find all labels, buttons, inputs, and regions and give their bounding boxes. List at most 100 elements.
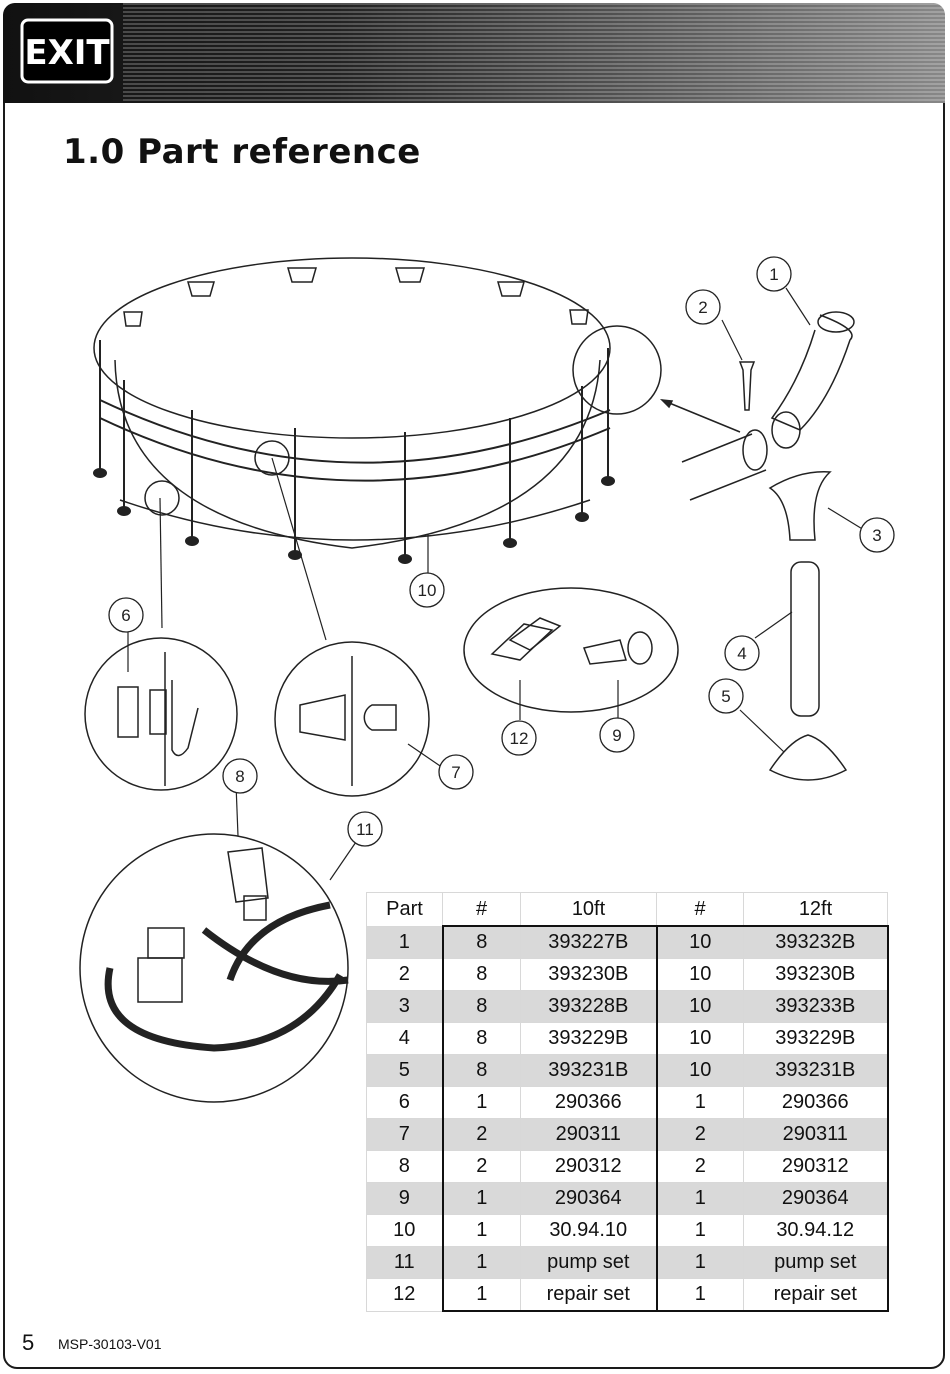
table-cell: 10 xyxy=(655,958,744,991)
callout-11 xyxy=(347,811,383,847)
table-cell: 5 xyxy=(366,1054,443,1087)
table-cell: 393229B xyxy=(520,1022,657,1055)
table-cell: pump set xyxy=(743,1246,889,1279)
header-band xyxy=(3,3,945,103)
detail-circle-7 xyxy=(274,641,430,797)
table-cell: repair set xyxy=(743,1278,889,1312)
table-cell: 1 xyxy=(441,1278,521,1312)
callout-label-8: 8 xyxy=(235,767,244,786)
table-cell: 8 xyxy=(441,958,521,991)
pump-circle xyxy=(79,833,349,1103)
callout-label-7: 7 xyxy=(451,763,460,782)
table-cell: 6 xyxy=(366,1086,443,1119)
callout-label-11: 11 xyxy=(356,820,374,839)
table-cell: 1 xyxy=(655,1246,744,1279)
callout-label-6: 6 xyxy=(121,606,130,625)
table-cell: 12 xyxy=(366,1278,443,1312)
pool-wall xyxy=(114,359,601,549)
header-12ft: 12ft xyxy=(743,892,888,927)
table-cell: 11 xyxy=(366,1246,443,1279)
logo-text: EXIT xyxy=(24,33,110,73)
table-cell: 8 xyxy=(441,1022,521,1055)
table-cell: 1 xyxy=(441,1246,521,1279)
callout-1 xyxy=(756,256,792,292)
table-cell: 393232B xyxy=(743,925,889,959)
table-cell: 393231B xyxy=(520,1054,657,1087)
table-cell: 393233B xyxy=(743,990,889,1023)
header-qty-12ft: # xyxy=(656,892,744,927)
table-cell: 9 xyxy=(366,1182,443,1215)
table-cell: 30.94.10 xyxy=(520,1214,657,1247)
callout-8 xyxy=(222,758,258,794)
callout-4 xyxy=(724,635,760,671)
table-cell: 2 xyxy=(366,958,443,991)
callout-label-5: 5 xyxy=(721,687,730,706)
table-cell: 393230B xyxy=(743,958,889,991)
table-cell: 2 xyxy=(655,1118,744,1151)
table-cell: 1 xyxy=(441,1086,521,1119)
table-cell: 4 xyxy=(366,1022,443,1055)
table-cell: 290366 xyxy=(520,1086,657,1119)
callout-5 xyxy=(708,678,744,714)
table-cell: 10 xyxy=(655,1022,744,1055)
brand-logo: EXIT xyxy=(20,18,114,84)
table-cell: 8 xyxy=(441,990,521,1023)
repair-ellipse xyxy=(463,587,679,713)
table-cell: repair set xyxy=(520,1278,657,1312)
callout-label-9: 9 xyxy=(612,726,621,745)
header-qty-10ft: # xyxy=(442,892,521,927)
page-title: 1.0 Part reference xyxy=(63,132,421,172)
part-connector xyxy=(768,471,832,541)
table-cell: 1 xyxy=(366,925,443,959)
table-cell: 393227B xyxy=(520,925,657,959)
table-cell: 1 xyxy=(441,1182,521,1215)
header-part: Part xyxy=(366,892,443,927)
callout-label-2: 2 xyxy=(698,298,707,317)
callout-3 xyxy=(859,517,895,553)
part-leg-tube xyxy=(790,561,820,717)
table-cell: 290311 xyxy=(520,1118,657,1151)
table-cell: 393228B xyxy=(520,990,657,1023)
table-cell: 290364 xyxy=(743,1182,889,1215)
table-cell: 290311 xyxy=(743,1118,889,1151)
table-cell: 7 xyxy=(366,1118,443,1151)
callout-label-3: 3 xyxy=(872,526,881,545)
table-cell: 3 xyxy=(366,990,443,1023)
zoom-circle xyxy=(572,325,662,415)
table-cell: 2 xyxy=(441,1150,521,1183)
table-cell: 8 xyxy=(441,925,521,959)
part-horizontal-tube xyxy=(681,433,767,501)
callout-9 xyxy=(599,717,635,753)
table-cell: 290366 xyxy=(743,1086,889,1119)
pool-legs xyxy=(99,340,609,556)
table-cell: 1 xyxy=(655,1278,744,1312)
table-cell: 10 xyxy=(366,1214,443,1247)
part-pin xyxy=(738,361,756,411)
table-cell: 8 xyxy=(441,1054,521,1087)
table-cell: 30.94.12 xyxy=(743,1214,889,1247)
callout-10 xyxy=(409,572,445,608)
callout-label-10: 10 xyxy=(418,581,437,600)
table-cell: 8 xyxy=(366,1150,443,1183)
document-code: MSP-30103-V01 xyxy=(58,1336,162,1352)
callout-12 xyxy=(501,720,537,756)
table-cell: 393230B xyxy=(520,958,657,991)
callout-label-12: 12 xyxy=(510,729,529,748)
table-cell: 10 xyxy=(655,925,744,959)
table-cell: 2 xyxy=(441,1118,521,1151)
table-cell: 10 xyxy=(655,1054,744,1087)
pool-top-rim xyxy=(93,257,611,439)
table-cell: pump set xyxy=(520,1246,657,1279)
callout-label-1: 1 xyxy=(769,265,778,284)
